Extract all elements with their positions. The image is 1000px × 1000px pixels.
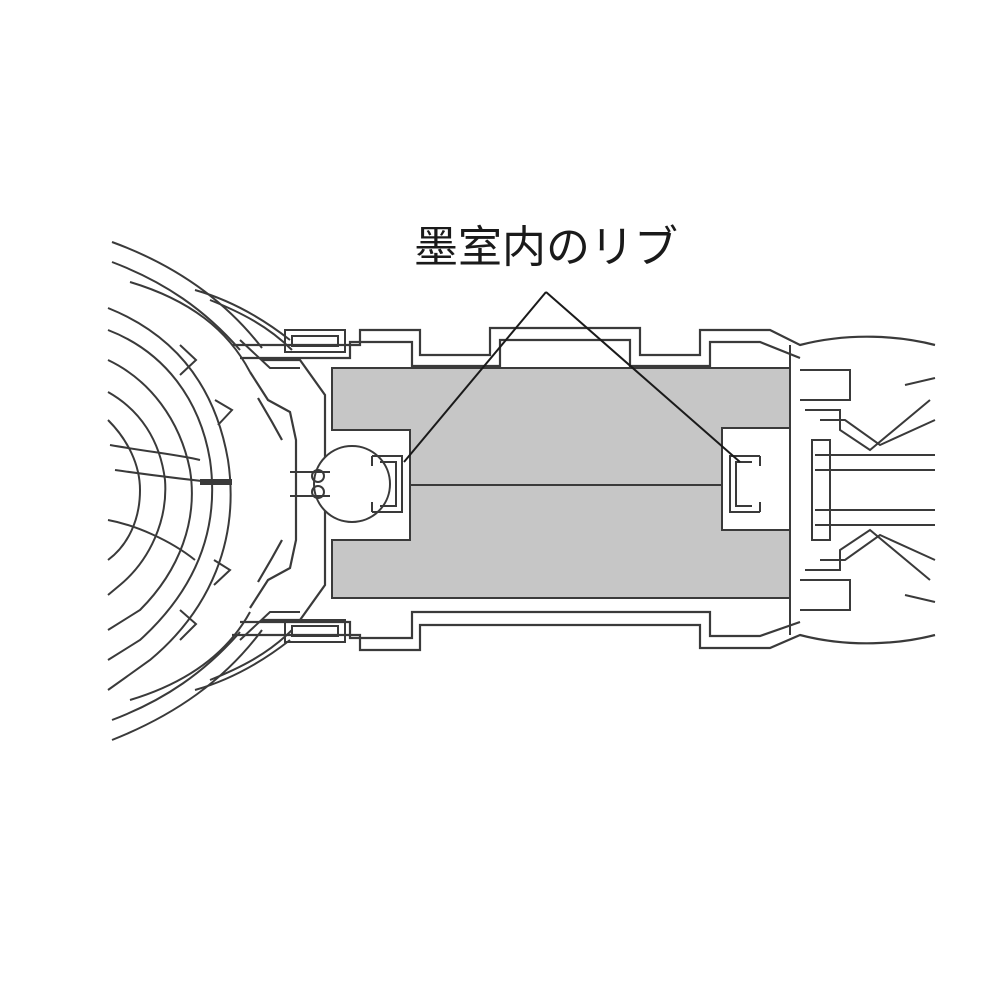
left-round-head: [107, 241, 263, 741]
rib-left: [371, 455, 403, 513]
callout-label: 墨室内のリブ: [414, 222, 678, 273]
leader-line-left: [403, 291, 547, 463]
right-nozzle-assembly: [789, 345, 936, 635]
rib-right: [729, 455, 761, 513]
housing-outline: [232, 326, 936, 652]
callout-leader-lines: [403, 291, 741, 463]
ball-valve: [290, 445, 391, 523]
ink-fill-region: [331, 367, 791, 599]
leader-line-right: [545, 291, 741, 463]
callout: 墨室内のリブ: [403, 222, 741, 463]
